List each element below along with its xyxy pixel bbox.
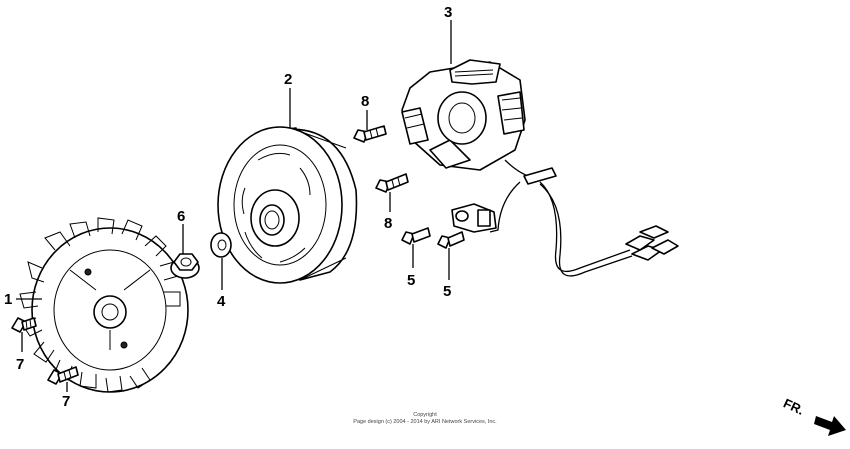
washer xyxy=(210,232,232,258)
callout-8-lower: 8 xyxy=(384,215,392,232)
leader-lines xyxy=(16,20,452,392)
callout-3: 3 xyxy=(444,4,452,21)
stator xyxy=(401,59,526,171)
flywheel xyxy=(217,126,358,284)
copyright-title: Copyright xyxy=(413,412,437,418)
flange-nut xyxy=(170,253,200,279)
front-arrow-icon xyxy=(814,416,846,436)
bolt-8-lower xyxy=(375,173,409,193)
stator-wiring xyxy=(489,159,679,277)
callout-4: 4 xyxy=(217,293,226,310)
bolt-7-lower xyxy=(47,366,79,385)
bolt-7-upper xyxy=(11,317,37,333)
front-direction-indicator: FR. xyxy=(781,395,846,436)
callout-7-upper: 7 xyxy=(16,356,24,373)
callout-8-upper: 8 xyxy=(361,93,369,110)
bolt-5-right xyxy=(437,231,465,249)
callout-1: 1 xyxy=(4,291,12,308)
front-label: FR. xyxy=(781,395,806,417)
callout-6: 6 xyxy=(177,208,185,225)
cooling-fan xyxy=(19,217,189,393)
callout-5-right: 5 xyxy=(443,283,451,300)
copyright-notice: Copyright Page design (c) 2004 - 2014 by… xyxy=(300,412,550,426)
pulser-coil xyxy=(451,203,497,233)
callout-5-left: 5 xyxy=(407,272,415,289)
bolt-5-left xyxy=(401,227,431,245)
copyright-text: Page design (c) 2004 - 2014 by ARI Netwo… xyxy=(353,419,497,425)
callout-2: 2 xyxy=(284,71,292,88)
bolt-8-upper xyxy=(353,125,387,143)
callout-7-lower: 7 xyxy=(62,393,70,410)
